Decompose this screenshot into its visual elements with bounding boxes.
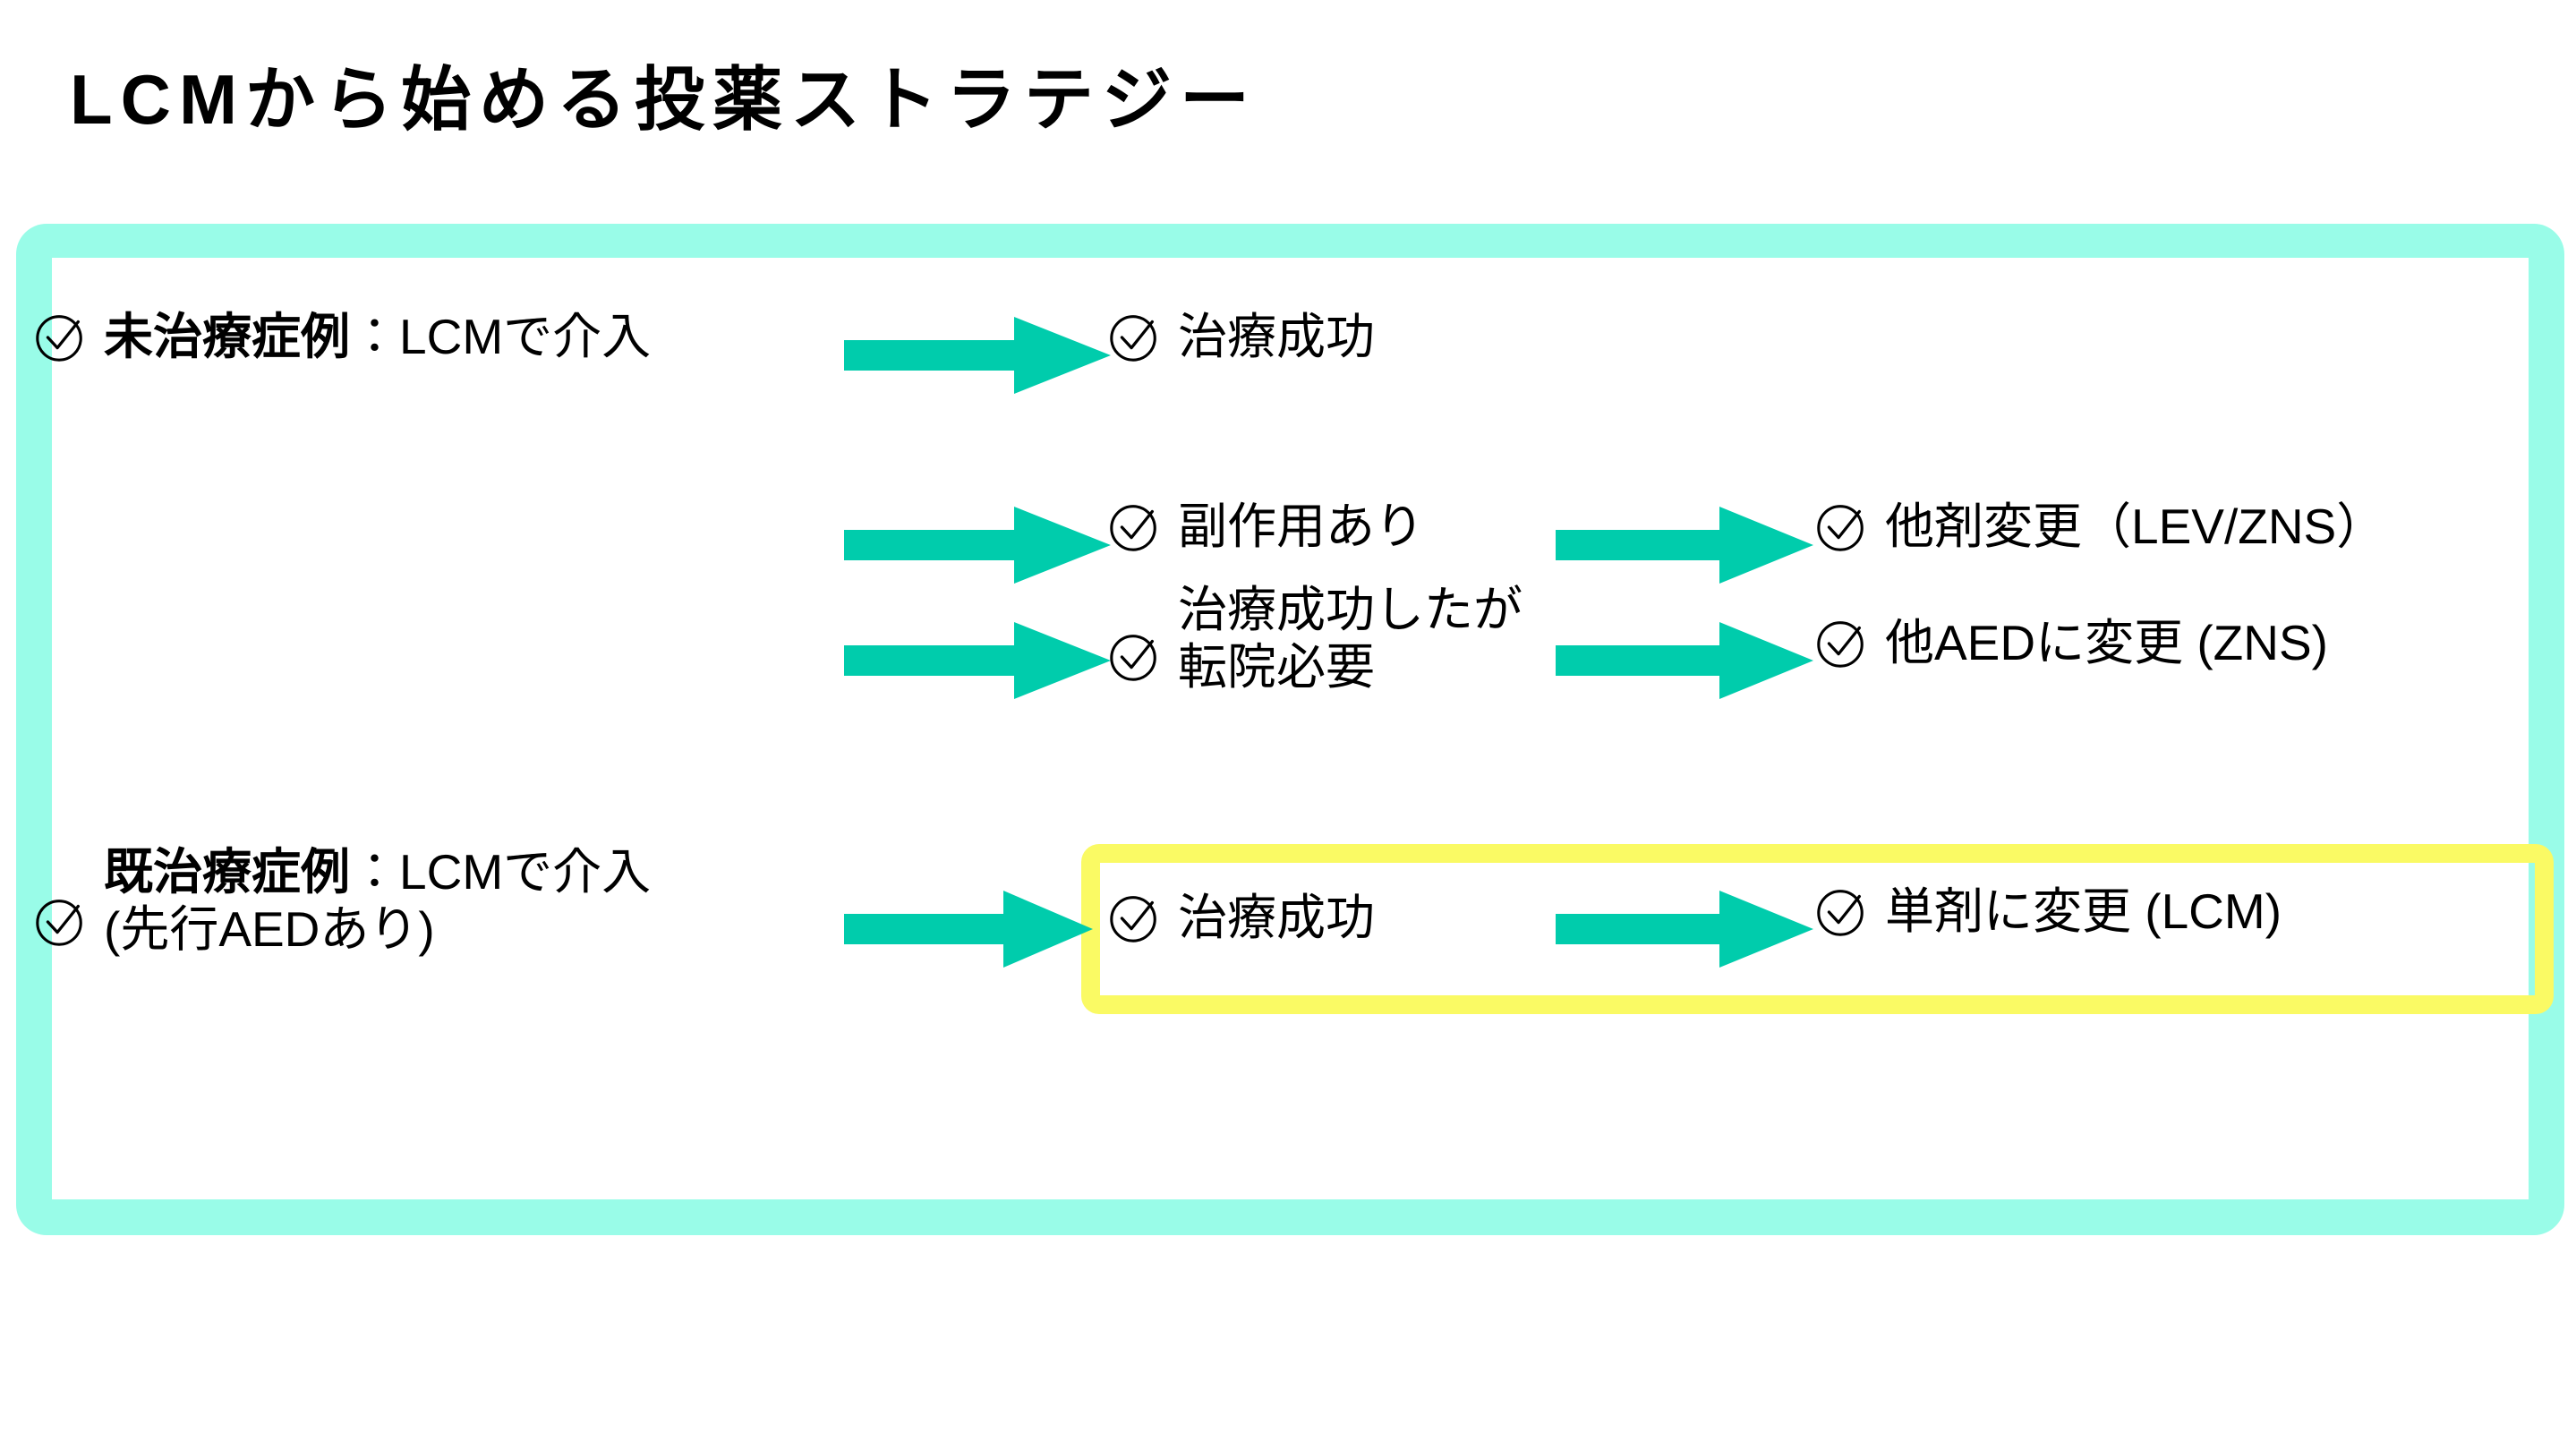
node-untreated-success[interactable]: 治療成功	[1106, 308, 1375, 366]
node-untreated-start-label-strong: 未治療症例	[104, 309, 351, 364]
node-side-effect[interactable]: 副作用あり	[1106, 498, 1424, 556]
diagram-frame: 未治療症例：LCMで介入 治療成功 副作用あり	[16, 224, 2564, 1235]
diagram-canvas: 未治療症例：LCMで介入 治療成功 副作用あり	[36, 258, 2554, 1199]
check-circle-icon	[1110, 634, 1156, 681]
node-success-needs-transfer[interactable]: 治療成功したが 転院必要	[1106, 582, 1523, 696]
arrow-right-icon	[844, 622, 1111, 699]
node-side-effect-label: 副作用あり	[1178, 499, 1425, 554]
node-pretreated-start-label: 既治療症例：LCMで介入 (先行AEDあり)	[104, 844, 651, 959]
node-pretreated-start-label-strong: 既治療症例	[104, 844, 351, 900]
node-switch-lev-zns-label: 他剤変更（LEV/ZNS）	[1885, 499, 2386, 554]
check-circle-icon	[36, 315, 82, 362]
node-switch-lev-zns[interactable]: 他剤変更（LEV/ZNS）	[1813, 498, 2385, 556]
arrow-right-icon	[1556, 891, 1813, 968]
check-circle-icon	[1110, 315, 1156, 362]
node-pretreated-success[interactable]: 治療成功	[1106, 889, 1375, 947]
check-circle-icon	[1817, 890, 1864, 937]
check-circle-icon	[36, 899, 82, 946]
check-circle-icon	[1817, 505, 1864, 552]
check-circle-icon	[1817, 621, 1864, 669]
page-title: LCMから始める投薬ストラテジー	[70, 60, 1258, 139]
node-pretreated-success-label: 治療成功	[1178, 890, 1376, 945]
arrow-right-icon	[844, 507, 1111, 584]
arrow-right-icon	[1556, 622, 1813, 699]
arrow-right-icon	[1556, 507, 1813, 584]
node-switch-other-aed-zns-label: 他AEDに変更 (ZNS)	[1885, 615, 2329, 670]
node-untreated-success-label: 治療成功	[1178, 309, 1376, 364]
node-pretreated-start-label-rest: ：LCMで介入 (先行AEDあり)	[104, 844, 652, 957]
node-switch-other-aed-zns[interactable]: 他AEDに変更 (ZNS)	[1813, 614, 2328, 672]
node-untreated-start-label: 未治療症例：LCMで介入	[104, 308, 651, 366]
check-circle-icon	[1110, 896, 1156, 943]
node-untreated-start-label-rest: ：LCMで介入	[350, 309, 652, 364]
node-pretreated-start[interactable]: 既治療症例：LCMで介入 (先行AEDあり)	[32, 844, 651, 959]
check-circle-icon	[1110, 505, 1156, 552]
node-untreated-start[interactable]: 未治療症例：LCMで介入	[32, 308, 651, 366]
node-switch-monotherapy-lcm[interactable]: 単剤に変更 (LCM)	[1813, 883, 2282, 941]
node-success-needs-transfer-label: 治療成功したが 転院必要	[1178, 582, 1523, 695]
arrow-right-icon	[844, 891, 1093, 968]
node-switch-monotherapy-lcm-label: 単剤に変更 (LCM)	[1885, 883, 2282, 939]
arrow-right-icon	[844, 317, 1111, 394]
